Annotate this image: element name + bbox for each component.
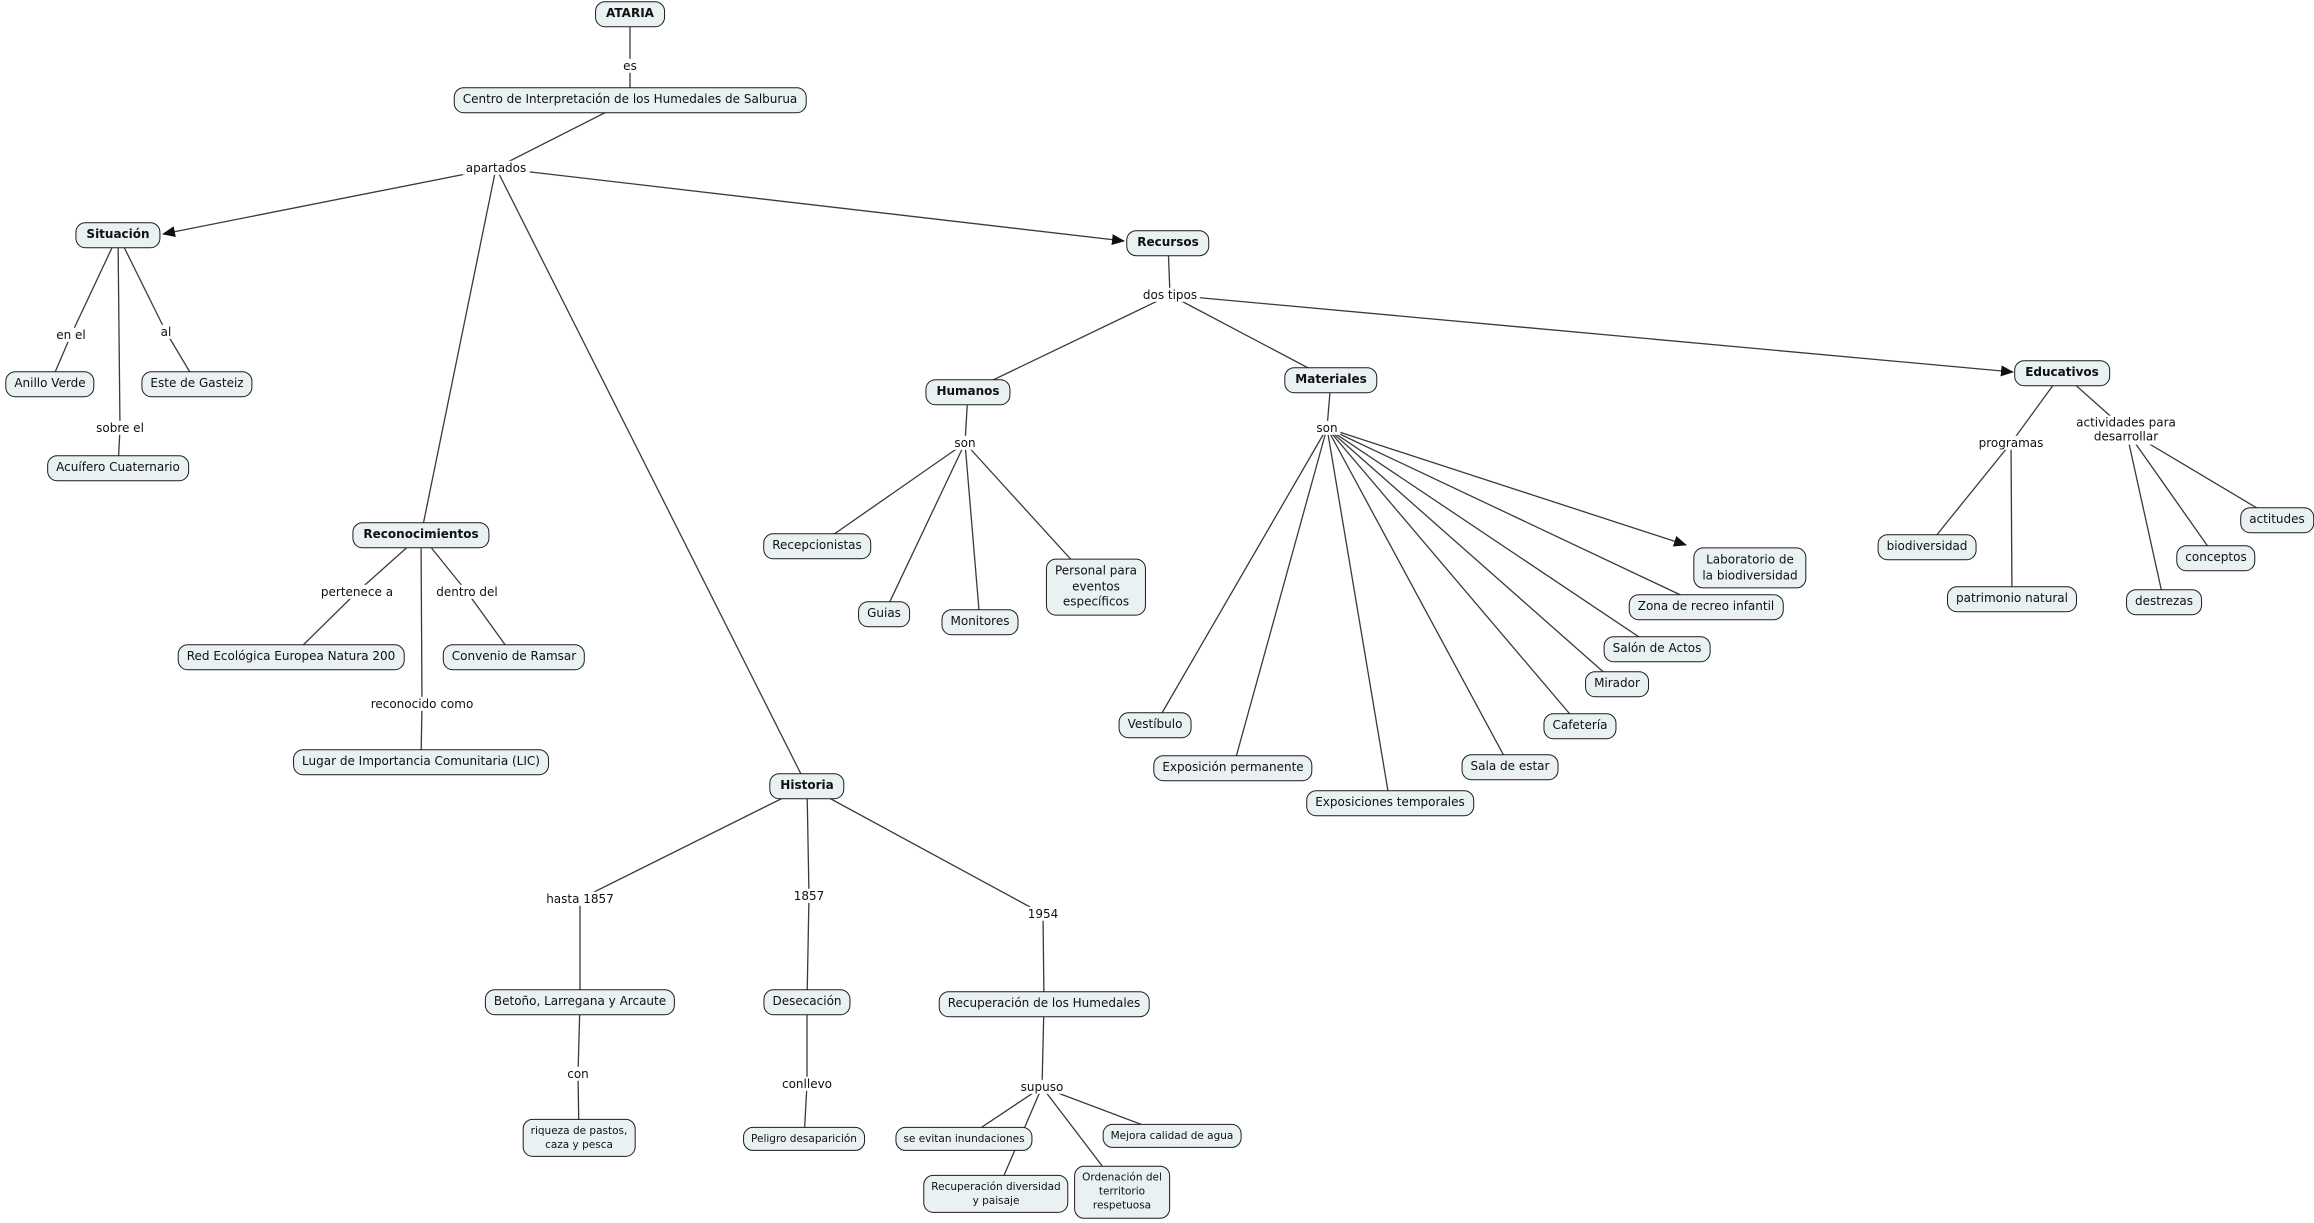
concept-node-salaestar[interactable]: Sala de estar: [1461, 754, 1559, 780]
concept-node-personal[interactable]: Personal para eventos específicos: [1045, 558, 1147, 616]
concept-node-laboratorio[interactable]: Laboratorio de la biodiversidad: [1693, 547, 1807, 589]
concept-node-betono[interactable]: Betoño, Larregana y Arcaute: [484, 989, 676, 1015]
edge-situacion-enel: [70, 234, 119, 336]
concept-node-mejora[interactable]: Mejora calidad de agua: [1102, 1123, 1242, 1149]
edge-l1857-desecacion: [806, 895, 810, 1003]
concept-node-convenio[interactable]: Convenio de Ramsar: [442, 644, 586, 670]
concept-node-recupdiv[interactable]: Recuperación diversidad y paisaje: [923, 1174, 1069, 1214]
link-label-supuso[interactable]: supuso: [1017, 1079, 1067, 1095]
concept-node-materiales[interactable]: Materiales: [1284, 367, 1378, 393]
concept-node-este[interactable]: Este de Gasteiz: [141, 371, 253, 397]
edge-dostipos-educativos: [1169, 294, 2014, 377]
concept-node-red[interactable]: Red Ecológica Europea Natura 200: [177, 644, 405, 670]
link-label-con[interactable]: con: [564, 1066, 592, 1082]
edge-son2-vestibulo: [1154, 427, 1328, 726]
edge-apartados-historia: [495, 167, 808, 787]
edge-actividades-destrezas: [2125, 429, 2165, 603]
link-label-sobreel[interactable]: sobre el: [93, 420, 147, 436]
link-label-hasta1857[interactable]: hasta 1857: [543, 891, 617, 907]
concept-node-destrezas[interactable]: destrezas: [2126, 589, 2202, 615]
link-label-es[interactable]: es: [620, 58, 640, 74]
concept-node-educativos[interactable]: Educativos: [2014, 360, 2110, 386]
concept-node-historia[interactable]: Historia: [769, 773, 845, 799]
concept-node-humanos[interactable]: Humanos: [925, 379, 1011, 405]
concept-node-riqueza[interactable]: riqueza de pastos, caza y pesca: [522, 1118, 636, 1158]
concept-node-recepcionistas[interactable]: Recepcionistas: [763, 533, 871, 559]
concept-node-cafeteria[interactable]: Cafetería: [1543, 713, 1617, 739]
link-label-al[interactable]: al: [157, 324, 175, 340]
edge-son2-zona: [1326, 427, 1707, 608]
edge-son2-laboratorio: [1326, 427, 1687, 547]
concept-node-mirador[interactable]: Mirador: [1585, 671, 1649, 697]
concept-node-recuperacion[interactable]: Recuperación de los Humedales: [938, 991, 1150, 1017]
edge-son2-mirador: [1326, 427, 1618, 685]
link-label-enel[interactable]: en el: [53, 327, 89, 343]
edge-son2-expoperm: [1232, 427, 1328, 769]
concept-node-patrimonio[interactable]: patrimonio natural: [1947, 586, 2077, 612]
concept-node-conceptos[interactable]: conceptos: [2176, 545, 2256, 571]
edge-recuperacion-supuso: [1041, 1003, 1045, 1088]
concept-node-zona[interactable]: Zona de recreo infantil: [1628, 594, 1784, 620]
edge-son1-recepcionistas: [816, 442, 966, 547]
edge-historia-l1857: [806, 785, 810, 897]
concept-node-ataria[interactable]: ATARIA: [595, 1, 665, 27]
edge-reconocimientos-reconocido: [420, 534, 423, 705]
concept-node-actitudes[interactable]: actitudes: [2240, 507, 2314, 533]
concept-node-centro[interactable]: Centro de Interpretación de los Humedale…: [453, 87, 807, 113]
edge-dostipos-materiales: [1169, 294, 1332, 381]
link-label-pertenece[interactable]: pertenece a: [317, 584, 397, 600]
concept-node-guias[interactable]: Guias: [858, 601, 910, 627]
link-label-programas[interactable]: programas: [1975, 435, 2047, 451]
link-label-son1[interactable]: son: [951, 435, 979, 451]
link-label-l1954[interactable]: 1954: [1024, 906, 1062, 922]
link-label-reconocido[interactable]: reconocido como: [367, 696, 477, 712]
edge-situacion-sobreel: [117, 234, 121, 429]
edge-son2-expotemp: [1326, 427, 1391, 804]
edge-actividades-conceptos: [2125, 429, 2217, 559]
concept-node-situacion[interactable]: Situación: [75, 222, 161, 248]
edge-son1-monitores: [964, 442, 981, 623]
link-label-son2[interactable]: son: [1313, 420, 1341, 436]
concept-node-acuifero[interactable]: Acuífero Cuaternario: [47, 455, 189, 481]
concept-node-biodiversidad[interactable]: biodiversidad: [1877, 534, 1977, 560]
link-label-dentro[interactable]: dentro del: [433, 584, 501, 600]
edge-apartados-recursos: [495, 167, 1125, 246]
concept-node-lugar[interactable]: Lugar de Importancia Comunitaria (LIC): [293, 749, 549, 775]
concept-node-recursos[interactable]: Recursos: [1126, 230, 1210, 256]
concept-node-seevitan[interactable]: se evitan inundaciones: [895, 1126, 1033, 1152]
concept-node-desecacion[interactable]: Desecación: [763, 989, 851, 1015]
edge-apartados-situacion: [162, 167, 497, 238]
edge-actividades-actitudes: [2125, 429, 2278, 521]
edge-son2-salaestar: [1326, 427, 1511, 768]
edge-son2-salon: [1326, 427, 1658, 650]
link-label-dostipos[interactable]: dos tipos: [1139, 287, 1201, 303]
edge-l1954-recuperacion: [1042, 913, 1045, 1005]
link-label-actividades[interactable]: actividades para desarrollar: [2073, 415, 2179, 445]
edge-programas-patrimonio: [2010, 442, 2013, 600]
concept-node-reconocimientos[interactable]: Reconocimientos: [352, 522, 490, 548]
link-label-l1857[interactable]: 1857: [790, 888, 828, 904]
edge-programas-biodiversidad: [1926, 442, 2012, 548]
concept-node-monitores[interactable]: Monitores: [941, 609, 1019, 635]
edge-son2-cafeteria: [1326, 427, 1581, 727]
edge-historia-hasta1857: [579, 785, 808, 900]
concept-node-expotemp[interactable]: Exposiciones temporales: [1306, 790, 1474, 816]
concept-node-ordenacion[interactable]: Ordenación del territorio respetuosa: [1074, 1165, 1170, 1219]
link-label-conllevo[interactable]: conllevo: [778, 1076, 836, 1092]
edge-dostipos-humanos: [967, 294, 1171, 393]
concept-node-vestibulo[interactable]: Vestíbulo: [1118, 712, 1192, 738]
edge-son1-guias: [883, 442, 966, 615]
edge-situacion-al: [117, 234, 167, 333]
concept-node-expoperm[interactable]: Exposición permanente: [1153, 755, 1313, 781]
concept-node-peligro[interactable]: Peligro desaparición: [743, 1126, 865, 1152]
link-label-apartados[interactable]: apartados: [462, 160, 530, 176]
edge-historia-l1954: [806, 785, 1044, 915]
concept-node-salon[interactable]: Salón de Actos: [1603, 636, 1711, 662]
edge-apartados-reconocimientos: [420, 167, 497, 536]
concept-node-anillo[interactable]: Anillo Verde: [5, 371, 95, 397]
